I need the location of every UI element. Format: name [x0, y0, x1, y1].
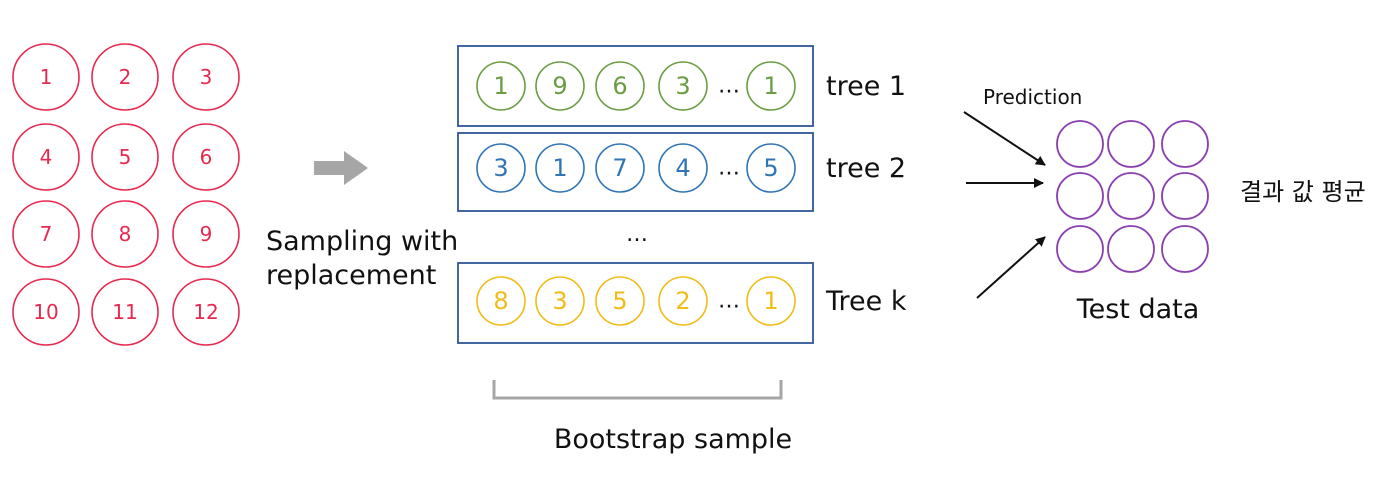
population-number: 3 [200, 65, 213, 89]
tree-label: tree 2 [826, 153, 906, 184]
sample-number: 4 [675, 154, 690, 182]
population-number: 4 [40, 145, 53, 169]
sample-circle [595, 61, 645, 111]
bootstrap-box [457, 132, 814, 212]
population-circle [172, 200, 240, 268]
population-number: 2 [119, 65, 132, 89]
test-data-circle [1107, 172, 1155, 220]
bootstrap-sample-label: Bootstrap sample [554, 424, 792, 455]
sample-circle [535, 143, 585, 193]
sample-circle [658, 276, 708, 326]
population-number: 6 [200, 145, 213, 169]
population-number: 5 [119, 145, 132, 169]
sample-circle [746, 61, 796, 111]
sampling-label-line-2: replacement [266, 260, 436, 291]
bootstrap-samples: 1 9 6 3 1 … tree 1 3 1 7 4 5 … tree 2 8 3 5 2 1 … Tree k [457, 45, 907, 344]
sample-number: 9 [552, 72, 567, 100]
test-data-circle [1107, 225, 1155, 273]
population-circle [91, 43, 159, 111]
sample-circle [476, 276, 526, 326]
sample-number: 3 [493, 154, 508, 182]
test-data-circle [1056, 225, 1104, 273]
sample-circle [595, 143, 645, 193]
population-circle [91, 200, 159, 268]
prediction-label: Prediction [983, 85, 1082, 109]
sample-number: 3 [552, 287, 567, 315]
sample-circle [746, 276, 796, 326]
population-circle [91, 123, 159, 191]
sample-circle [476, 61, 526, 111]
sample-circle [535, 61, 585, 111]
vertical-ellipsis: … [626, 222, 648, 247]
sample-number: 6 [612, 72, 627, 100]
population-circle [12, 43, 80, 111]
test-data-circle [1161, 172, 1209, 220]
population-circle [172, 123, 240, 191]
sampling-label-line-1: Sampling with [266, 226, 458, 257]
sample-number: 1 [552, 154, 567, 182]
prediction-arrow-bottom [976, 236, 1046, 299]
sample-number: 1 [763, 72, 778, 100]
sample-number: 1 [763, 287, 778, 315]
population-circle [12, 200, 80, 268]
sample-number: 2 [675, 287, 690, 315]
sample-circle [658, 61, 708, 111]
test-data-label: Test data [1076, 294, 1200, 325]
sample-number: 8 [493, 287, 508, 315]
population-circle [12, 123, 80, 191]
population-number: 1 [40, 65, 53, 89]
sample-circle [476, 143, 526, 193]
sample-circle [595, 276, 645, 326]
population-circle [91, 278, 159, 346]
result-label: 결과 값 평균 [1240, 178, 1366, 206]
population-number: 11 [112, 300, 137, 324]
bootstrap-box [457, 45, 814, 127]
sample-ellipsis: … [718, 156, 740, 181]
prediction-arrow-top [963, 111, 1046, 166]
bootstrap-bracket [492, 380, 783, 400]
population-number: 7 [40, 222, 53, 246]
sample-number: 3 [675, 72, 690, 100]
sample-number: 1 [493, 72, 508, 100]
test-data-circle [1161, 225, 1209, 273]
bootstrap-box [457, 262, 814, 344]
tree-label: tree 1 [826, 71, 906, 102]
population-circle [172, 43, 240, 111]
test-data-circle [1056, 172, 1104, 220]
population-number: 10 [33, 300, 58, 324]
population-number: 8 [119, 222, 132, 246]
sample-circle [658, 143, 708, 193]
sample-circle [746, 143, 796, 193]
sample-ellipsis: … [718, 74, 740, 99]
sample-number: 7 [612, 154, 627, 182]
population-circle [172, 278, 240, 346]
sample-circle [535, 276, 585, 326]
test-data-circle [1107, 120, 1155, 168]
test-data-circle [1161, 120, 1209, 168]
sample-number: 5 [763, 154, 778, 182]
tree-label: Tree k [825, 286, 907, 317]
population-number: 9 [200, 222, 213, 246]
sampling-arrow-icon [314, 151, 368, 185]
test-data-grid [1056, 120, 1209, 273]
test-data-circle [1056, 120, 1104, 168]
population-number: 12 [193, 300, 218, 324]
population-circle [12, 278, 80, 346]
sample-number: 5 [612, 287, 627, 315]
sample-ellipsis: … [718, 289, 740, 314]
